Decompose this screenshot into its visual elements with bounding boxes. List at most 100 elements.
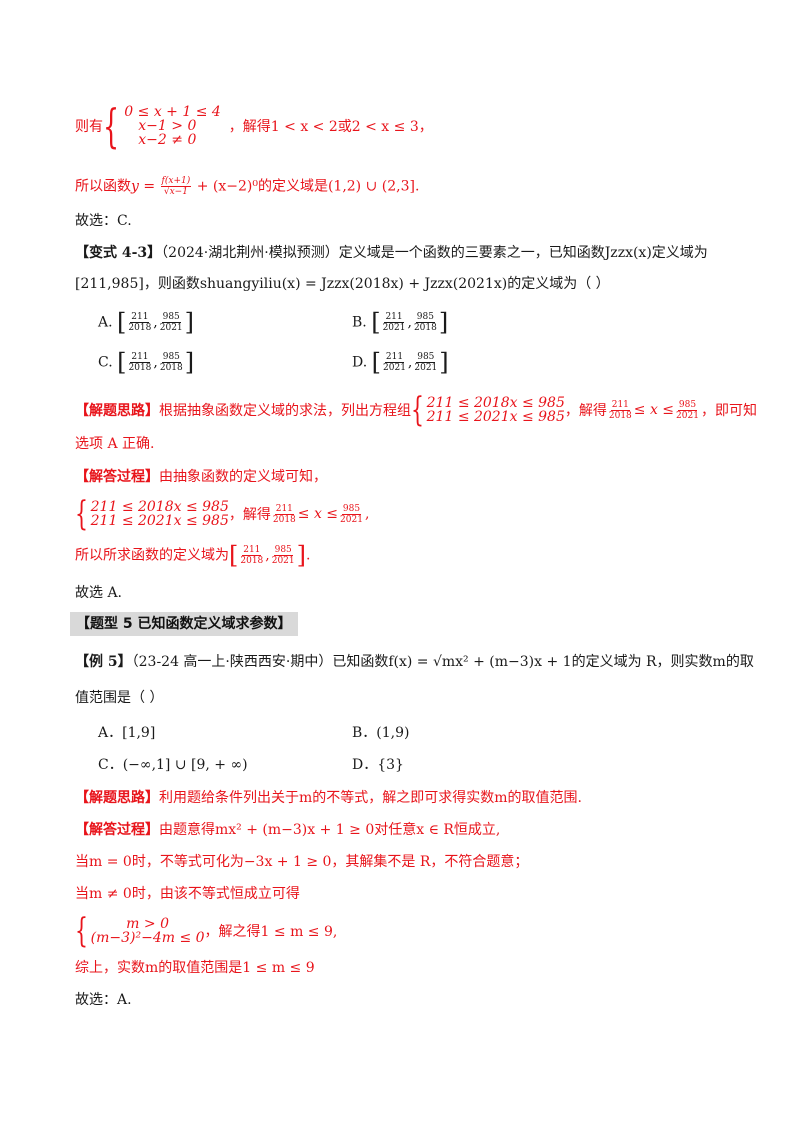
frac-num: 211 bbox=[274, 503, 294, 515]
mid-text: ，解得 bbox=[564, 403, 607, 419]
result-end: . bbox=[306, 547, 311, 564]
frac-den: 2021 bbox=[271, 556, 295, 566]
frac-den: 2018 bbox=[608, 410, 632, 421]
left-brace: { bbox=[103, 99, 120, 153]
system-block-1: 则有 { 0 ≤ x + 1 ≤ 4 x−1 > 0 x−2 ≠ 0 ，解得1 … bbox=[75, 103, 433, 149]
frac-den: 2018 bbox=[240, 556, 264, 566]
process-2-case-2: 当m ≠ 0时，由该不等式恒成立可得 bbox=[75, 886, 300, 902]
option-e-c: C．(−∞,1] ∪ [9, + ∞) bbox=[98, 757, 248, 773]
choose-a-1: 故选 A. bbox=[75, 585, 123, 601]
frac-den: 2021 bbox=[676, 410, 699, 421]
process-2-choose: 故选：A. bbox=[75, 992, 132, 1008]
option-label: A. bbox=[98, 314, 113, 331]
frac-den: 2018 bbox=[159, 363, 183, 373]
system-row: 211 ≤ 2021x ≤ 985 bbox=[426, 409, 565, 425]
frac-num: 985 bbox=[273, 545, 293, 556]
option-label: B. bbox=[352, 314, 367, 331]
example-tag: 【例 5】 bbox=[75, 654, 132, 670]
system-rows: 211 ≤ 2018x ≤ 985 211 ≤ 2021x ≤ 985 bbox=[427, 396, 565, 424]
example-text: （23-24 高一上·陕西西安·期中）已知函数f(x) = √mx² + (m−… bbox=[131, 654, 754, 670]
system-rows: 211 ≤ 2018x ≤ 985 211 ≤ 2021x ≤ 985 bbox=[91, 500, 229, 528]
frac-num: 985 bbox=[341, 503, 362, 515]
left-brace: { bbox=[75, 911, 88, 951]
frac-den: 2021 bbox=[414, 363, 438, 373]
frac-num: 985 bbox=[415, 312, 435, 323]
inequality: ≤ x ≤ bbox=[633, 402, 675, 418]
system-row: 211 ≤ 2018x ≤ 985 bbox=[426, 395, 565, 411]
frac-num: 211 bbox=[610, 399, 630, 411]
prefix-text: 则有 bbox=[75, 119, 103, 135]
option-e-a: A．[1,9] bbox=[98, 725, 156, 741]
y-label: y = bbox=[131, 178, 156, 195]
variant-text: （2024·湖北荆州·模拟预测）定义域是一个函数的三要素之一，已知函数Jzzx(… bbox=[161, 245, 708, 261]
left-brace: { bbox=[411, 390, 424, 430]
frac-num: 211 bbox=[384, 352, 405, 363]
system-suffix: ，解得1 < x < 2或2 < x ≤ 3， bbox=[228, 119, 433, 135]
section-label: 【解题思路】 bbox=[75, 790, 159, 806]
frac-den: 2021 bbox=[383, 363, 406, 373]
frac-den: 2021 bbox=[340, 514, 363, 525]
inequality: ≤ x ≤ bbox=[297, 506, 339, 522]
frac-den: 2018 bbox=[272, 514, 296, 525]
system-rows: 0 ≤ x + 1 ≤ 4 x−1 > 0 x−2 ≠ 0 bbox=[124, 105, 221, 147]
process-2-case-1: 当m = 0时，不等式可化为−3x + 1 ≥ 0，其解集不是 R，不符合题意； bbox=[75, 854, 529, 870]
line-rest: + (x−2)⁰的定义域是(1,2) ∪ (2,3]. bbox=[196, 178, 420, 195]
frac-den: 2021 bbox=[382, 323, 406, 333]
process-text: 由题意得mx² + (m−3)x + 1 ≥ 0对任意x ∈ R恒成立, bbox=[159, 822, 501, 838]
end-text: ，即可知 bbox=[700, 403, 757, 419]
frac-num: 985 bbox=[677, 399, 698, 411]
system-row: x−2 ≠ 0 bbox=[138, 132, 197, 148]
system-row: 0 ≤ x + 1 ≤ 4 bbox=[124, 104, 221, 120]
option-label: D. bbox=[352, 354, 368, 371]
thought-text: 利用题给条件列出关于m的不等式，解之即可求得实数m的取值范围. bbox=[159, 790, 582, 806]
bracket-right: ] bbox=[438, 308, 449, 337]
system-row: (m−3)²−4m ≤ 0 bbox=[90, 930, 205, 946]
line-prefix: 所以函数 bbox=[75, 178, 131, 195]
frac-num: 211 bbox=[384, 312, 404, 323]
fraction: f(x+1)√x−1 bbox=[160, 176, 192, 197]
frac-den: 2021 bbox=[159, 323, 183, 333]
bracket-left: [ bbox=[371, 348, 382, 377]
bracket-right: ] bbox=[184, 348, 195, 377]
process-1-system: { 211 ≤ 2018x ≤ 985 211 ≤ 2021x ≤ 985 ，解… bbox=[75, 497, 369, 531]
system-row: m > 0 bbox=[126, 916, 169, 932]
result-prefix: 所以所求函数的定义域为 bbox=[75, 547, 229, 564]
process-2-summary: 综上，实数m的取值范围是1 ≤ m ≤ 9 bbox=[75, 960, 315, 976]
system-row: x−1 > 0 bbox=[138, 118, 197, 134]
frac-num: 211 bbox=[130, 352, 150, 363]
frac-den: 2018 bbox=[128, 363, 152, 373]
system-row: 211 ≤ 2018x ≤ 985 bbox=[90, 499, 229, 515]
bracket-left: [ bbox=[117, 308, 127, 337]
thought-1-line: 【解题思路】 根据抽象函数定义域的求法，列出方程组 { 211 ≤ 2018x … bbox=[75, 393, 757, 427]
process-2-system: { m > 0 (m−3)²−4m ≤ 0 ，解之得1 ≤ m ≤ 9, bbox=[75, 914, 337, 948]
function-domain-line: 所以函数y = f(x+1)√x−1 + (x−2)⁰的定义域是(1,2) ∪ … bbox=[75, 176, 419, 197]
system-rows: m > 0 (m−3)²−4m ≤ 0 bbox=[91, 917, 205, 945]
solve-text: ，解之得1 ≤ m ≤ 9, bbox=[204, 924, 338, 940]
frac-num: 211 bbox=[130, 312, 150, 323]
frac-den: 2018 bbox=[413, 323, 437, 333]
choose-c: 故选：C. bbox=[75, 213, 132, 229]
section-label: 【解答过程】 bbox=[75, 822, 159, 838]
frac-den: √x−1 bbox=[163, 187, 188, 197]
end-text: , bbox=[364, 506, 370, 522]
thought-2-line: 【解题思路】利用题给条件列出关于m的不等式，解之即可求得实数m的取值范围. bbox=[75, 788, 582, 808]
system-row: 211 ≤ 2021x ≤ 985 bbox=[90, 513, 229, 529]
